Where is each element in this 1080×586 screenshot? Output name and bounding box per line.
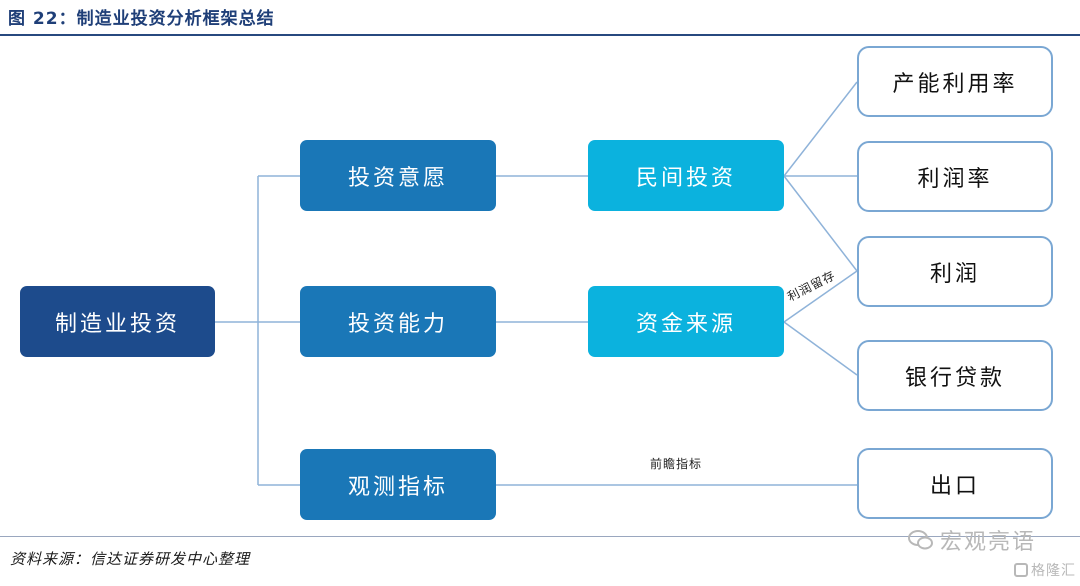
node-label: 制造业投资 bbox=[54, 311, 180, 337]
source-note: 资料来源：信达证券研发中心整理 bbox=[10, 550, 251, 568]
title-divider bbox=[0, 34, 1080, 36]
line-fund-loan bbox=[783, 321, 858, 376]
watermark: 宏观亮语 bbox=[907, 524, 1036, 556]
node-profit-margin: 利润率 bbox=[857, 141, 1053, 212]
node-fund-source: 资金来源 bbox=[588, 286, 784, 357]
node-label: 观测指标 bbox=[347, 474, 448, 500]
watermark-sub: 格隆汇 bbox=[1014, 560, 1076, 580]
node-private-investment: 民间投资 bbox=[588, 140, 784, 211]
node-label: 产能利用率 bbox=[892, 71, 1018, 97]
watermark-text: 宏观亮语 bbox=[939, 530, 1036, 555]
node-investment-capacity: 投资能力 bbox=[300, 286, 496, 357]
node-bank-loan: 银行贷款 bbox=[857, 340, 1053, 411]
node-label: 民间投资 bbox=[635, 165, 736, 191]
footer-divider bbox=[0, 536, 1080, 537]
line-private-profit bbox=[783, 175, 858, 272]
node-investment-willingness: 投资意愿 bbox=[300, 140, 496, 211]
node-profit: 利润 bbox=[857, 236, 1053, 307]
edge-label-leading-indicator: 前瞻指标 bbox=[650, 457, 703, 471]
line-fund-profit bbox=[783, 270, 858, 323]
line-private-capacityutil bbox=[783, 81, 858, 177]
node-label: 银行贷款 bbox=[904, 365, 1005, 391]
watermark-sub-text: 格隆汇 bbox=[1031, 563, 1076, 579]
node-label: 出口 bbox=[929, 473, 980, 499]
node-capacity-utilization: 产能利用率 bbox=[857, 46, 1053, 117]
figure-title: 图 22：制造业投资分析框架总结 bbox=[8, 9, 275, 29]
node-label: 投资能力 bbox=[347, 311, 448, 337]
gelonghui-logo-icon bbox=[1014, 563, 1028, 577]
node-label: 投资意愿 bbox=[347, 165, 448, 191]
node-observation-indicator: 观测指标 bbox=[300, 449, 496, 520]
node-label: 资金来源 bbox=[635, 311, 736, 337]
node-export: 出口 bbox=[857, 448, 1053, 519]
node-manufacturing-investment: 制造业投资 bbox=[20, 286, 215, 357]
node-label: 利润率 bbox=[917, 166, 993, 192]
wechat-icon bbox=[907, 530, 933, 550]
node-label: 利润 bbox=[929, 261, 980, 287]
